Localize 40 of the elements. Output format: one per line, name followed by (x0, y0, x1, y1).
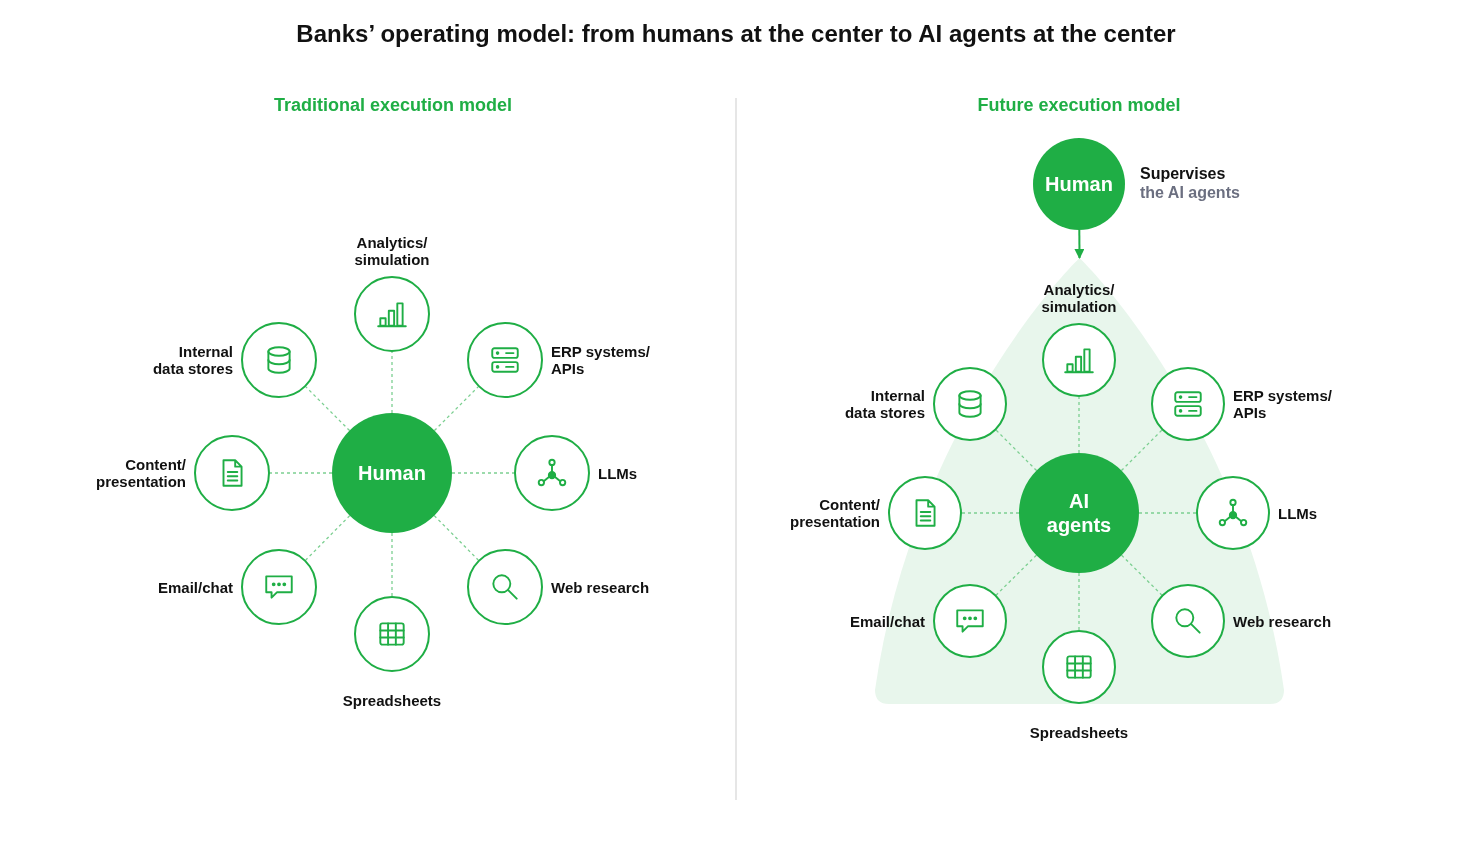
section-heading: Traditional execution model (274, 95, 512, 116)
node-label: LLMs (1278, 504, 1319, 522)
beside-text: Supervises (1140, 164, 1226, 183)
section-heading: Future execution model (977, 95, 1181, 116)
node-label: Web research (551, 578, 651, 596)
hub-circle: Human (332, 413, 452, 533)
connector-line (961, 512, 1020, 514)
connector-line (1078, 572, 1080, 631)
node-label: Email/chat (156, 578, 233, 596)
arrow (1074, 229, 1085, 259)
connector-line (995, 554, 1038, 596)
connector-line (1120, 554, 1163, 596)
connector-line (1138, 512, 1197, 514)
connector-line (391, 532, 393, 597)
connector-line (391, 351, 393, 414)
connector-line (433, 386, 479, 432)
connector-line (433, 514, 479, 561)
connector-line (451, 472, 515, 474)
node-label: Content/ presentation (95, 456, 186, 490)
node-label: Internal data stores (151, 343, 233, 377)
connector-line (995, 429, 1038, 472)
connector-line (1120, 429, 1163, 472)
node-label: Content/ presentation (789, 496, 880, 530)
node-label: Web research (1233, 612, 1333, 630)
beside-text: the AI agents (1140, 183, 1240, 202)
diagram-title: Banks’ operating model: from humans at the center to AI agents at the center (295, 20, 1177, 48)
node-label: Analytics/ simulation (353, 234, 431, 268)
connector-line (269, 472, 333, 474)
node-label: ERP systems/ APIs (551, 343, 651, 377)
node-label: Email/chat (848, 612, 925, 630)
hub-circle: Human (1033, 138, 1125, 230)
connector-line (305, 386, 351, 432)
connector-line (1078, 396, 1080, 454)
connector-line (305, 514, 351, 561)
node-label: Spreadsheets (1028, 724, 1130, 741)
node-label: LLMs (598, 464, 639, 482)
node-label: Internal data stores (843, 387, 925, 421)
node-label: ERP systems/ APIs (1233, 387, 1333, 421)
node-label: Analytics/ simulation (1040, 281, 1118, 315)
node-label: Spreadsheets (341, 692, 443, 709)
